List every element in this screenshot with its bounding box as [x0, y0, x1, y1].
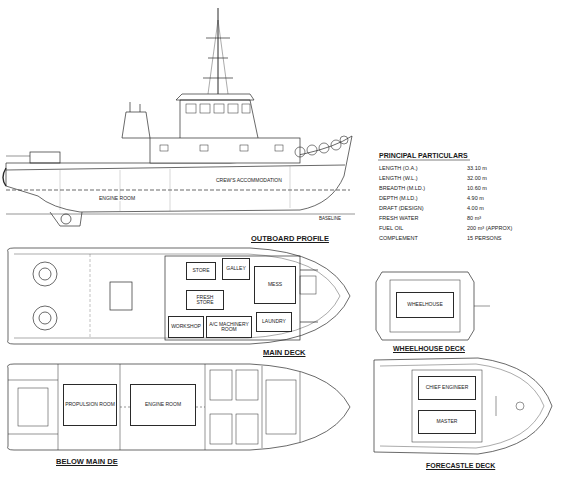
table-cell: 33.10 m: [466, 166, 488, 172]
room-name: STORE: [191, 267, 210, 274]
table-cell: DRAFT (DESIGN): [378, 206, 425, 212]
table-cell: DEPTH (M.LD.): [378, 196, 419, 202]
below-main-deck-plan: [8, 364, 350, 450]
room-name: WHEELHOUSE: [406, 301, 444, 308]
table-cell: 200 m³ (APPROX): [466, 226, 513, 232]
room-name: MESS: [267, 281, 283, 288]
wheelhouse-deck-plan: [376, 272, 490, 340]
table-cell: 32.00 m: [466, 176, 488, 182]
room-box: ENGINE ROOM: [130, 384, 196, 426]
room-name: PROPULSION ROOM: [64, 401, 116, 408]
room-name: CHIEF ENGINEER: [425, 384, 470, 391]
table-cell: FUEL OIL: [378, 226, 404, 232]
table-cell: BREADTH (M.LD.): [378, 186, 426, 192]
room-name: MASTER: [436, 418, 459, 425]
compartment-label: CREW'S ACCOMMODATION: [215, 178, 283, 183]
outboard-profile: [3, 8, 355, 226]
room-name: LAUNDRY: [261, 318, 287, 325]
view-title: FORECASTLE DECK: [425, 462, 496, 469]
view-title: BELOW MAIN DE: [55, 458, 119, 466]
room-box: MESS: [254, 266, 296, 304]
room-box: CHIEF ENGINEER: [418, 376, 476, 400]
table-cell: COMPLEMENT: [378, 236, 419, 242]
room-box: GALLEY: [222, 258, 250, 280]
table-cell: 4.90 m: [466, 196, 485, 202]
table-cell: 4.00 m: [466, 206, 485, 212]
compartment-label: ENGINE ROOM: [98, 196, 136, 201]
room-box: WHEELHOUSE: [396, 292, 454, 318]
room-box: MASTER: [418, 410, 476, 434]
table-cell: LENGTH (O.A.): [378, 166, 419, 172]
room-name: WORKSHOP: [170, 323, 202, 330]
room-box: WORKSHOP: [168, 316, 204, 338]
view-title: OUTBOARD PROFILE: [250, 235, 330, 243]
table-heading: PRINCIPAL PARTICULARS: [378, 152, 469, 159]
table-cell: 10.60 m: [466, 186, 488, 192]
room-box: STORE: [186, 262, 216, 280]
room-name: ENGINE ROOM: [144, 401, 182, 408]
room-box: LAUNDRY: [256, 312, 292, 332]
compartment-label: BASELINE: [318, 217, 342, 222]
room-name: GALLEY: [225, 265, 246, 272]
view-title: MAIN DECK: [262, 349, 307, 357]
table-cell: LENGTH (W.L.): [378, 176, 419, 182]
forecastle-deck-plan: [374, 358, 552, 454]
table-cell: 80 m³: [466, 216, 482, 222]
view-title: WHEELHOUSE DECK: [392, 345, 466, 352]
room-name: FRESH STORE: [187, 294, 223, 307]
room-box: A/C MACHINERY ROOM: [206, 316, 252, 338]
room-box: FRESH STORE: [186, 290, 224, 310]
main-deck-plan: [8, 248, 350, 344]
table-cell: 15 PERSONS: [466, 236, 503, 242]
table-cell: FRESH WATER: [378, 216, 419, 222]
room-name: A/C MACHINERY ROOM: [207, 321, 251, 334]
room-box: PROPULSION ROOM: [63, 384, 117, 426]
